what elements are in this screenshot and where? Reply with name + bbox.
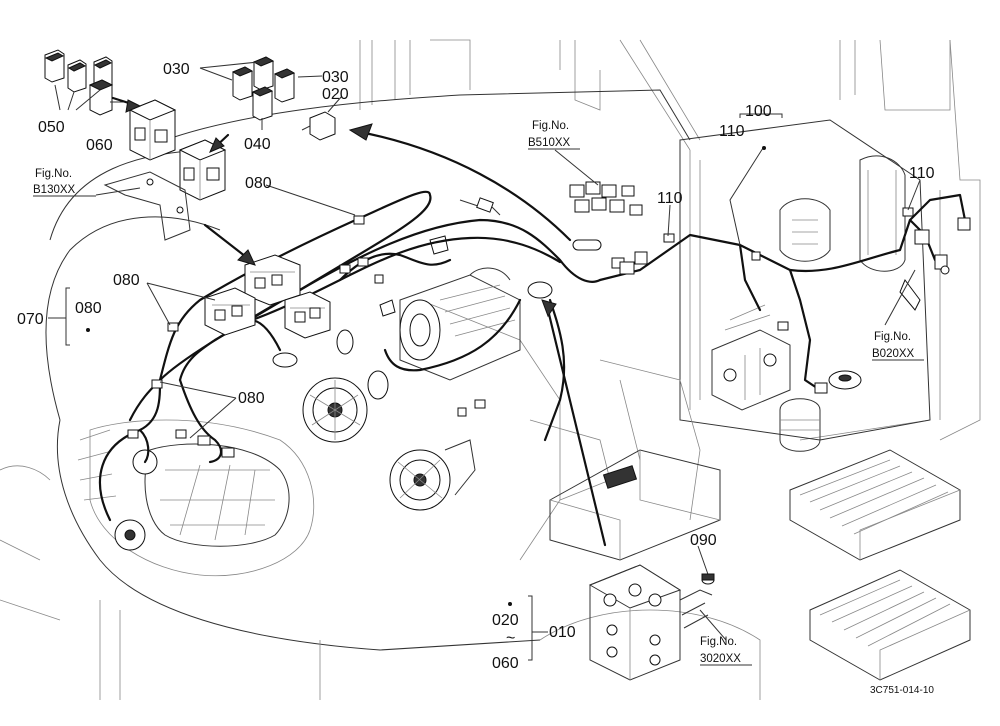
label-110: 110 (657, 190, 683, 207)
svg-text:B510XX: B510XX (528, 137, 571, 149)
label-080: 080 (75, 300, 102, 317)
label-tilde: ~ (506, 630, 515, 647)
fig-ref-3020xx: Fig.No. 3020XX (700, 636, 752, 666)
relay-020 (301, 111, 336, 141)
glow-plug-sensors (272, 197, 553, 368)
label-010: 010 (549, 624, 576, 641)
svg-text:3020XX: 3020XX (700, 653, 741, 665)
harness-connectors (127, 207, 971, 458)
main-wire-harness (98, 190, 967, 522)
step-upper (789, 449, 961, 561)
label-080: 080 (238, 390, 265, 407)
label-070: 070 (17, 311, 44, 328)
fuses-030-040 (231, 56, 296, 121)
reference-dots (86, 146, 766, 606)
alternator (302, 370, 389, 443)
label-080: 080 (113, 272, 140, 289)
label-090: 090 (690, 532, 717, 549)
front-pulley (114, 449, 158, 551)
label-110: 110 (909, 165, 935, 182)
label-060: 060 (86, 137, 113, 154)
label-100: 100 (745, 103, 772, 120)
label-030: 030 (322, 69, 349, 86)
svg-text:B020XX: B020XX (872, 348, 915, 360)
label-030: 030 (163, 61, 190, 78)
ac-compressor (389, 439, 476, 511)
fuse-box (204, 254, 331, 339)
fig-ref-b130xx: Fig.No. B130XX (33, 168, 96, 197)
starter-motor (399, 267, 521, 381)
label-020: 020 (322, 86, 349, 103)
label-110: 110 (719, 123, 745, 140)
step-lower (809, 569, 971, 681)
svg-text:B130XX: B130XX (33, 184, 76, 196)
cylinder-head-inset (588, 564, 715, 681)
relay-unit-upper (128, 99, 177, 161)
svg-text:Fig.No.: Fig.No. (532, 120, 569, 132)
label-020: 020 (492, 612, 519, 629)
svg-text:Fig.No.: Fig.No. (35, 168, 72, 180)
label-080: 080 (245, 175, 272, 192)
fuse-060 (88, 79, 114, 116)
tractor-body-outline (0, 39, 981, 700)
svg-text:Fig.No.: Fig.No. (700, 636, 737, 648)
label-040: 040 (244, 136, 271, 153)
label-060: 060 (492, 655, 519, 672)
leader-lines (48, 61, 921, 661)
svg-text:Fig.No.: Fig.No. (874, 331, 911, 343)
fig-ref-b510xx: Fig.No. B510XX (528, 120, 580, 150)
label-050: 050 (38, 119, 65, 136)
fig-ref-b020xx: Fig.No. B020XX (872, 331, 924, 361)
relay-bracket (103, 171, 191, 241)
relay-block-b510 (569, 181, 643, 216)
drawing-code: 3C751-014-10 (870, 685, 934, 696)
part-number-labels: 050 060 030 030 020 040 080 080 080 080 … (17, 61, 935, 672)
